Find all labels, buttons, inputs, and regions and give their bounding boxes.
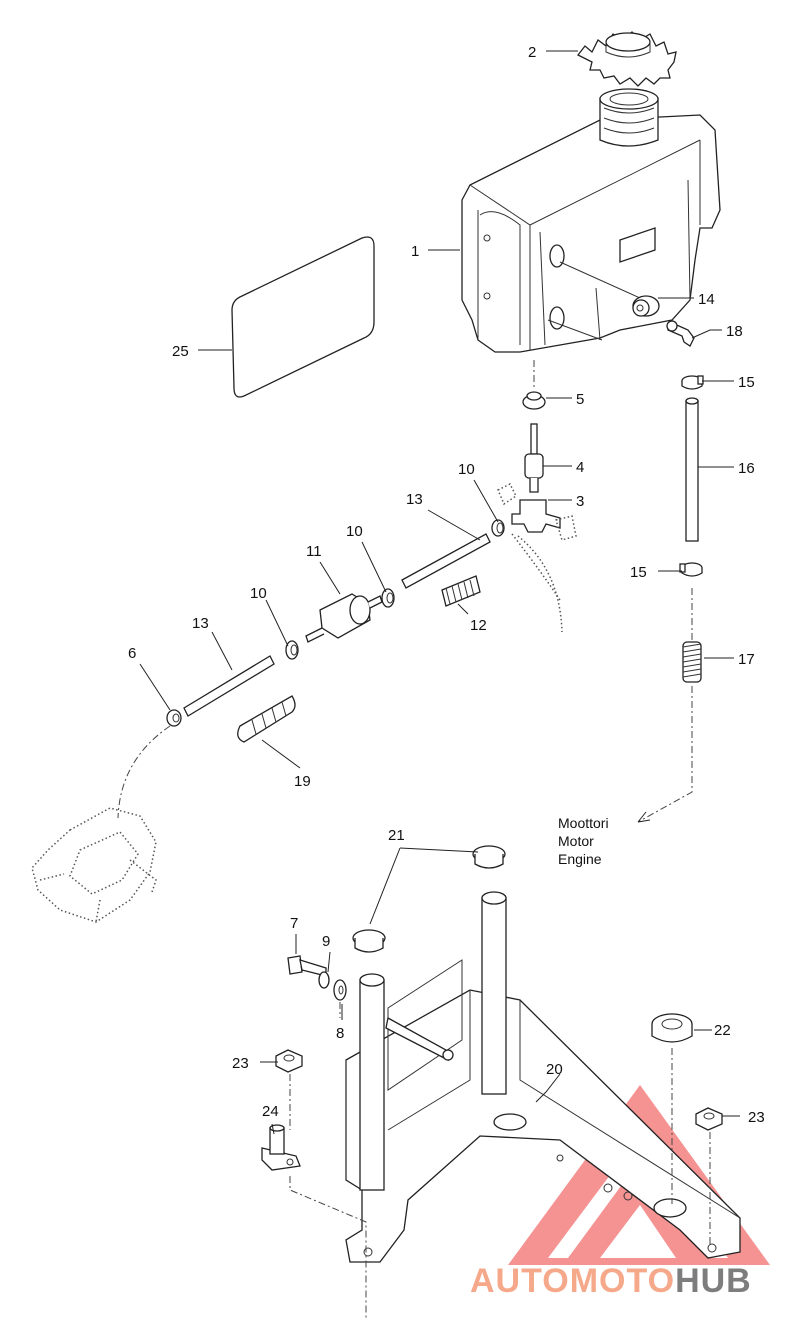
fuel-tank bbox=[461, 88, 721, 353]
callout-11: 11 bbox=[306, 543, 322, 560]
fuel-clamp-b bbox=[381, 588, 395, 608]
callout-9: 9 bbox=[322, 933, 330, 950]
callout-15-lower: 15 bbox=[630, 564, 647, 581]
callout-4: 4 bbox=[576, 459, 584, 476]
callout-8: 8 bbox=[336, 1025, 344, 1042]
callout-20: 20 bbox=[546, 1061, 563, 1078]
callout-21: 21 bbox=[388, 827, 405, 844]
engine-note-en: Engine bbox=[558, 851, 602, 867]
fuel-clamp-d bbox=[166, 709, 182, 727]
callout-10-b: 10 bbox=[346, 523, 363, 540]
callout-23-left: 23 bbox=[232, 1055, 249, 1072]
callout-labels: 2 1 25 14 18 15 5 16 4 10 3 13 10 11 15 … bbox=[128, 44, 765, 1126]
callout-24: 24 bbox=[262, 1103, 279, 1120]
callout-16: 16 bbox=[738, 460, 755, 477]
frame-tube-cap-right bbox=[472, 845, 506, 869]
tank-label-plate bbox=[231, 236, 375, 398]
callout-5: 5 bbox=[576, 391, 584, 408]
vent-elbow-fitting bbox=[666, 320, 695, 347]
outlet-grommet bbox=[522, 391, 546, 410]
watermark-part-b: HUB bbox=[675, 1262, 752, 1300]
lock-washer bbox=[318, 971, 330, 989]
carburetor-phantom bbox=[31, 807, 157, 923]
svg-text:AUTOMOTOHUB: AUTOMOTOHUB bbox=[470, 1262, 752, 1300]
callout-22: 22 bbox=[714, 1022, 731, 1039]
leader-lines bbox=[139, 50, 740, 1135]
fuel-shutoff-valve bbox=[524, 423, 544, 493]
callout-10-a: 10 bbox=[458, 461, 475, 478]
vent-hose-clamp-upper bbox=[681, 375, 704, 390]
bolt bbox=[287, 955, 327, 977]
callout-7: 7 bbox=[290, 915, 298, 932]
frame-tube-cap-left bbox=[352, 929, 386, 953]
callout-19: 19 bbox=[294, 773, 311, 790]
flat-washer bbox=[333, 979, 347, 1001]
engine-note-sv: Motor bbox=[558, 833, 594, 849]
hose-protective-sleeve bbox=[237, 695, 296, 743]
fuel-tee-fitting bbox=[497, 482, 577, 633]
callout-17: 17 bbox=[738, 651, 755, 668]
callout-1: 1 bbox=[411, 243, 419, 260]
callout-6: 6 bbox=[128, 645, 136, 662]
callout-15-upper: 15 bbox=[738, 374, 755, 391]
engine-note-fi: Moottori bbox=[558, 815, 609, 831]
callout-23-right: 23 bbox=[748, 1109, 765, 1126]
watermark-text: AUTOMOTOHUB bbox=[470, 1262, 752, 1300]
callout-2: 2 bbox=[528, 44, 536, 61]
callout-14: 14 bbox=[698, 291, 715, 308]
fuel-cap bbox=[577, 31, 677, 87]
inline-fuel-filter bbox=[305, 593, 383, 643]
hose-spring-guard bbox=[441, 575, 481, 607]
fuel-clamp-a bbox=[491, 519, 505, 537]
callout-18: 18 bbox=[726, 323, 743, 340]
watermark-part-a: AUTOMOTO bbox=[470, 1262, 675, 1300]
stud-bracket bbox=[261, 1124, 301, 1171]
callout-10-c: 10 bbox=[250, 585, 267, 602]
frame-grommet bbox=[651, 1013, 693, 1043]
callout-12: 12 bbox=[470, 617, 487, 634]
fuel-clamp-c bbox=[285, 640, 299, 660]
callout-3: 3 bbox=[576, 493, 584, 510]
callout-25: 25 bbox=[172, 343, 189, 360]
vent-hose bbox=[685, 397, 699, 542]
engine-note: Moottori Motor Engine bbox=[558, 815, 609, 867]
vent-hose-clamp-lower bbox=[679, 562, 703, 577]
tank-support-frame bbox=[345, 891, 741, 1263]
callout-13-lower: 13 bbox=[192, 615, 209, 632]
tank-grommet bbox=[632, 295, 660, 317]
hex-nut-right bbox=[695, 1107, 723, 1131]
fuel-hose-upper bbox=[401, 533, 491, 589]
callout-13-upper: 13 bbox=[406, 491, 423, 508]
vent-hose-spring-guard bbox=[682, 641, 702, 683]
fuel-hose-lower bbox=[183, 655, 275, 717]
hex-nut-left bbox=[275, 1049, 303, 1073]
